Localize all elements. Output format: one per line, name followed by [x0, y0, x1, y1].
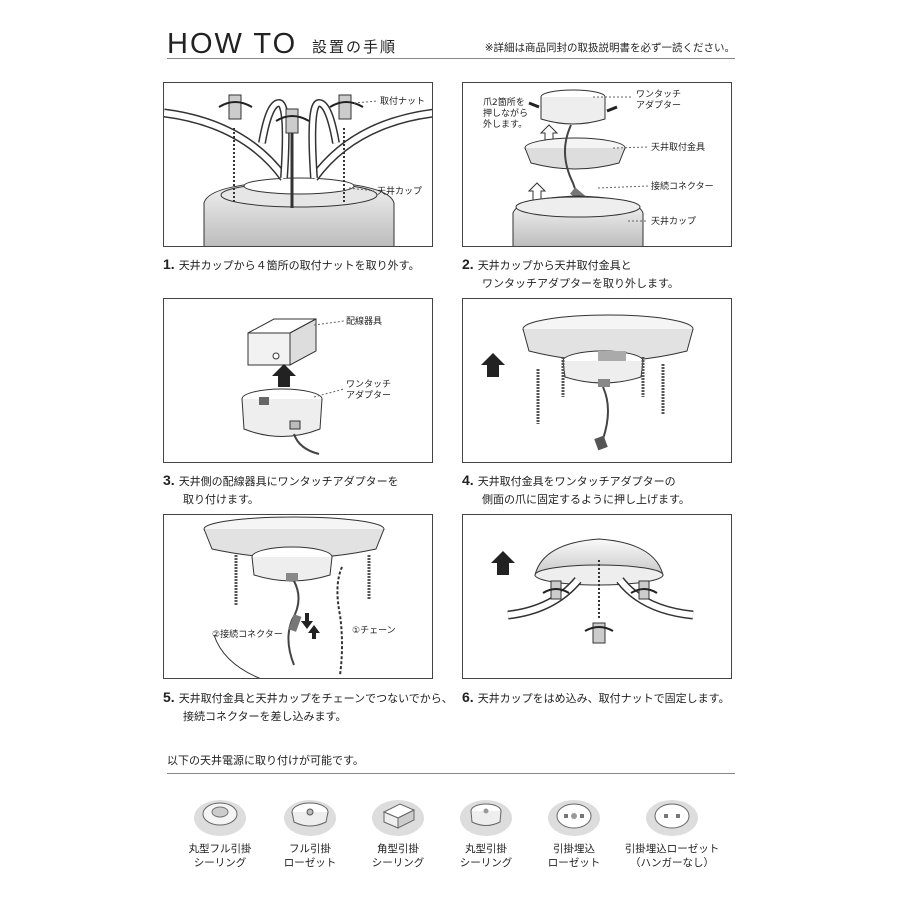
svg-text:外します。: 外します。 [483, 118, 527, 130]
svg-text:配線器具: 配線器具 [346, 315, 382, 327]
step-1-illustration: 取付ナット 天井カップ [163, 82, 433, 247]
step-2-illustration: 爪2箇所を 押しながら 外します。 ワンタッチ アダプター 天井取付金具 接続コ… [462, 82, 732, 247]
header-divider [167, 58, 735, 59]
label-cup: 天井カップ [377, 185, 422, 197]
step-4-illustration [462, 298, 732, 463]
page-subtitle: 設置の手順 [312, 38, 398, 56]
svg-text:アダプター: アダプター [636, 99, 681, 111]
svg-text:アダプター: アダプター [346, 389, 391, 401]
step-3-caption: 3.天井側の配線器具にワンタッチアダプターを 取り付けます。 [163, 472, 399, 506]
supported-power-intro: 以下の天井電源に取り付けが可能です。 [167, 754, 364, 767]
svg-text:天井取付金具: 天井取付金具 [651, 141, 705, 153]
power-type-6: 引掛埋込ローゼット （ハンガーなし） [622, 794, 722, 870]
svg-text:天井カップ: 天井カップ [651, 215, 696, 227]
power-type-3: 角型引掛 シーリング [358, 794, 438, 870]
power-type-4: 丸型引掛 シーリング [446, 794, 526, 870]
svg-text:爪2箇所を: 爪2箇所を [483, 96, 525, 108]
embedded-rosette-no-hanger-icon [646, 800, 698, 836]
svg-text:ワンタッチ: ワンタッチ [636, 89, 681, 100]
step-6-illustration [462, 514, 732, 679]
svg-text:②接続コネクター: ②接続コネクター [212, 628, 283, 640]
square-ceiling-icon [372, 800, 424, 836]
power-type-5: 引掛埋込 ローゼット [534, 794, 614, 870]
power-type-2: フル引掛 ローゼット [270, 794, 350, 870]
full-rosette-icon [284, 800, 336, 836]
step-2-caption: 2.天井カップから天井取付金具と ワンタッチアダプターを取り外します。 [462, 256, 679, 290]
footer-divider [167, 773, 735, 774]
step-6-caption: 6.天井カップをはめ込み、取付ナットで固定します。 [462, 689, 730, 705]
svg-text:押しながら: 押しながら [483, 107, 528, 119]
label-nut: 取付ナット [380, 96, 425, 107]
step-5-illustration: ②接続コネクター ①チェーン [163, 514, 433, 679]
power-type-1: 丸型フル引掛 シーリング [180, 794, 260, 870]
step-5-caption: 5.天井取付金具と天井カップをチェーンでつないでから、 接続コネクターを差し込み… [163, 689, 453, 723]
step-4-caption: 4.天井取付金具をワンタッチアダプターの 側面の爪に固定するように押し上げます。 [462, 472, 690, 506]
svg-text:ワンタッチ: ワンタッチ [346, 379, 391, 390]
round-ceiling-icon [460, 800, 512, 836]
page-title: HOW TO [167, 28, 298, 60]
step-3-illustration: 配線器具 ワンタッチ アダプター [163, 298, 433, 463]
step-1-caption: 1.天井カップから４箇所の取付ナットを取り外す。 [163, 256, 420, 272]
svg-text:①チェーン: ①チェーン [352, 625, 396, 636]
round-full-ceiling-icon [194, 800, 246, 836]
header-note: ※詳細は商品同封の取扱説明書を必ず一読ください。 [484, 42, 735, 54]
embedded-rosette-icon [548, 800, 600, 836]
svg-text:接続コネクター: 接続コネクター [651, 180, 714, 192]
